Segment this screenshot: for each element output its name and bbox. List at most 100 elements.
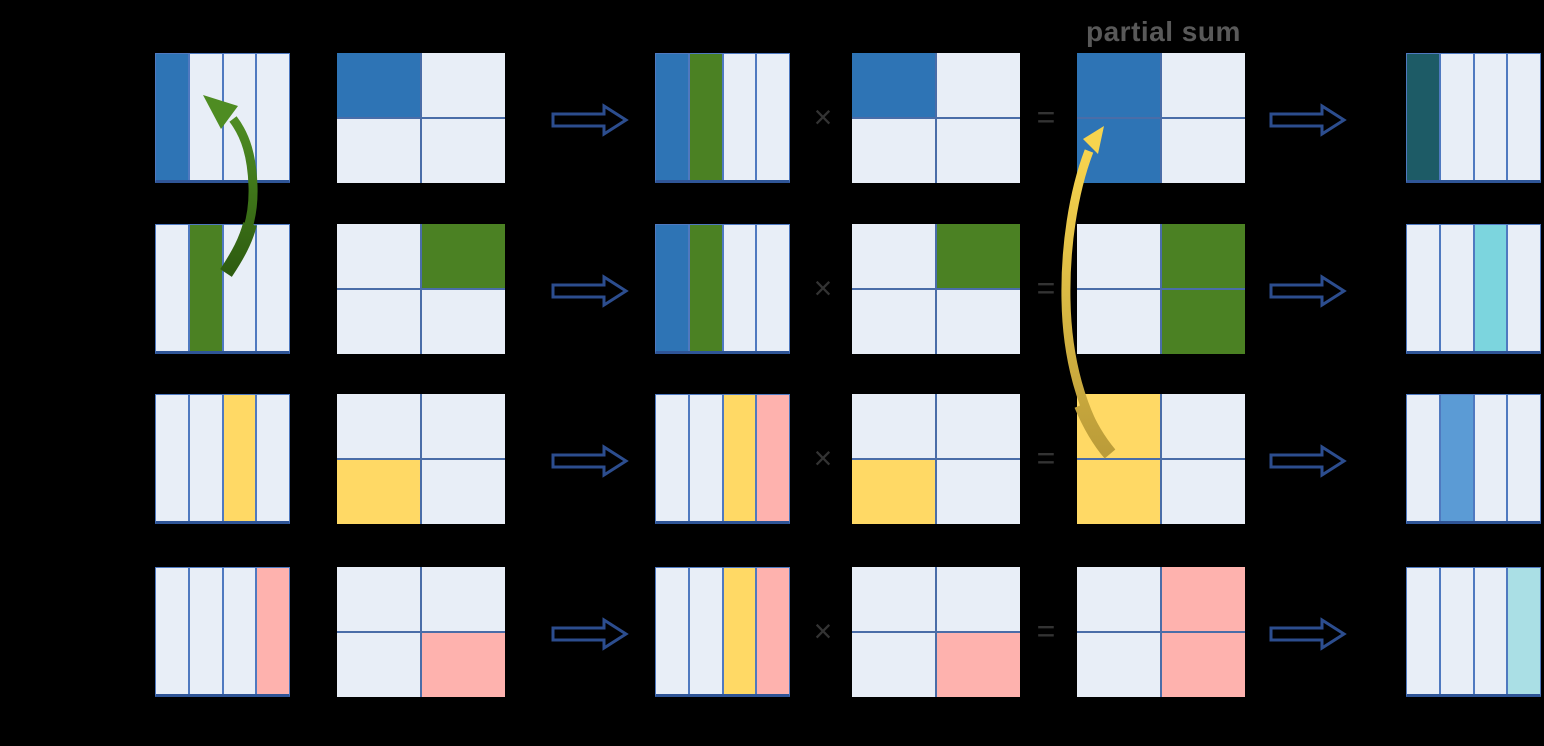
input-column-matrix (155, 394, 290, 524)
weight-matrix (337, 224, 505, 354)
partial-sum-matrix-cell-top-right (1162, 394, 1245, 458)
input-column-matrix-col-1 (156, 54, 188, 180)
operand-matrix (852, 567, 1020, 697)
right-block-arrow-icon (1269, 103, 1347, 137)
weight-matrix-cell-top-right (422, 567, 505, 631)
input-column-matrix-col-2 (189, 225, 222, 351)
right-block-arrow-icon (551, 274, 629, 308)
partial-sum-matrix (1077, 394, 1245, 524)
weight-matrix-cell-bottom-right (422, 290, 505, 354)
partial-sum-matrix-cell-top-right (1162, 567, 1245, 631)
buffer-column-matrix-col-2 (689, 395, 722, 521)
result-column-matrix-col-1 (1407, 568, 1439, 694)
input-column-matrix-col-3 (223, 395, 256, 521)
operand-matrix (852, 53, 1020, 183)
result-column-matrix (1406, 53, 1541, 183)
input-column-matrix-col-1 (156, 568, 188, 694)
buffer-column-matrix (655, 224, 790, 354)
input-column-matrix-col-1 (156, 395, 188, 521)
buffer-column-matrix-col-2 (689, 54, 722, 180)
operand-matrix-cell-bottom-left (852, 290, 935, 354)
weight-matrix-cell-top-right (422, 394, 505, 458)
result-column-matrix (1406, 567, 1541, 697)
buffer-column-matrix (655, 53, 790, 183)
operand-matrix-cell-bottom-left (852, 460, 935, 524)
partial-sum-matrix-cell-bottom-right (1162, 633, 1245, 697)
result-column-matrix-col-3 (1474, 225, 1507, 351)
result-column-matrix-col-2 (1440, 54, 1473, 180)
right-block-arrow-icon (551, 617, 629, 651)
weight-matrix-cell-top-right (422, 224, 505, 288)
buffer-column-matrix-col-4 (757, 225, 789, 351)
buffer-column-matrix-col-1 (656, 395, 688, 521)
result-column-matrix-col-2 (1440, 225, 1473, 351)
weight-matrix-cell-bottom-right (422, 460, 505, 524)
operand-matrix-cell-bottom-right (937, 633, 1020, 697)
weight-matrix (337, 53, 505, 183)
partial-sum-matrix-cell-bottom-left (1077, 633, 1160, 697)
pipeline-step-4: ×= (0, 567, 1544, 697)
weight-matrix-cell-bottom-right (422, 119, 505, 183)
operand-matrix-cell-bottom-left (852, 119, 935, 183)
input-column-matrix-col-2 (189, 395, 222, 521)
pipeline-step-1: ×= (0, 53, 1544, 183)
result-column-matrix (1406, 224, 1541, 354)
result-column-matrix-col-4 (1508, 54, 1540, 180)
partial-sum-matrix (1077, 53, 1245, 183)
input-column-matrix (155, 53, 290, 183)
partial-sum-matrix-cell-top-left (1077, 394, 1160, 458)
buffer-column-matrix-col-2 (689, 225, 722, 351)
pipeline-step-3: ×= (0, 394, 1544, 524)
weight-matrix-cell-bottom-left (337, 119, 420, 183)
result-column-matrix-col-1 (1407, 395, 1439, 521)
partial-sum-matrix-cell-bottom-left (1077, 119, 1160, 183)
equals-operator: = (1036, 440, 1056, 476)
multiply-operator: × (813, 440, 833, 476)
operand-matrix-cell-bottom-right (937, 460, 1020, 524)
buffer-column-matrix-col-4 (757, 568, 789, 694)
partial-sum-matrix (1077, 224, 1245, 354)
right-block-arrow-icon (1269, 617, 1347, 651)
operand-matrix-cell-top-left (852, 394, 935, 458)
weight-matrix-cell-bottom-left (337, 460, 420, 524)
partial-sum-label: partial sum (1086, 16, 1241, 47)
input-column-matrix-col-2 (189, 568, 222, 694)
partial-sum-matrix-cell-bottom-right (1162, 460, 1245, 524)
result-column-matrix-col-3 (1474, 395, 1507, 521)
input-column-matrix-col-4 (257, 54, 289, 180)
input-column-matrix-col-4 (257, 225, 289, 351)
buffer-column-matrix-col-4 (757, 54, 789, 180)
operand-matrix-cell-bottom-right (937, 119, 1020, 183)
equals-operator: = (1036, 270, 1056, 306)
input-column-matrix-col-3 (223, 568, 256, 694)
partial-sum-matrix-cell-bottom-left (1077, 290, 1160, 354)
input-column-matrix-col-3 (223, 54, 256, 180)
result-column-matrix-col-4 (1508, 568, 1540, 694)
result-column-matrix-col-2 (1440, 568, 1473, 694)
result-column-matrix (1406, 394, 1541, 524)
weight-matrix-cell-top-left (337, 394, 420, 458)
weight-matrix (337, 394, 505, 524)
operand-matrix (852, 394, 1020, 524)
partial-sum-matrix-cell-bottom-right (1162, 290, 1245, 354)
result-column-matrix-col-2 (1440, 395, 1473, 521)
operand-matrix-cell-bottom-right (937, 290, 1020, 354)
partial-sum-matrix-cell-bottom-right (1162, 119, 1245, 183)
weight-matrix-cell-top-left (337, 567, 420, 631)
buffer-column-matrix-col-4 (757, 395, 789, 521)
operand-matrix-cell-top-right (937, 53, 1020, 117)
input-column-matrix-col-3 (223, 225, 256, 351)
input-column-matrix-col-4 (257, 568, 289, 694)
right-block-arrow-icon (1269, 274, 1347, 308)
buffer-column-matrix-col-3 (723, 54, 756, 180)
multiply-operator: × (813, 270, 833, 306)
result-column-matrix-col-3 (1474, 54, 1507, 180)
input-column-matrix-col-4 (257, 395, 289, 521)
operand-matrix-cell-top-left (852, 567, 935, 631)
operand-matrix-cell-top-right (937, 567, 1020, 631)
partial-sum-matrix (1077, 567, 1245, 697)
partial-sum-matrix-cell-top-right (1162, 53, 1245, 117)
result-column-matrix-col-1 (1407, 54, 1439, 180)
operand-matrix (852, 224, 1020, 354)
result-column-matrix-col-1 (1407, 225, 1439, 351)
